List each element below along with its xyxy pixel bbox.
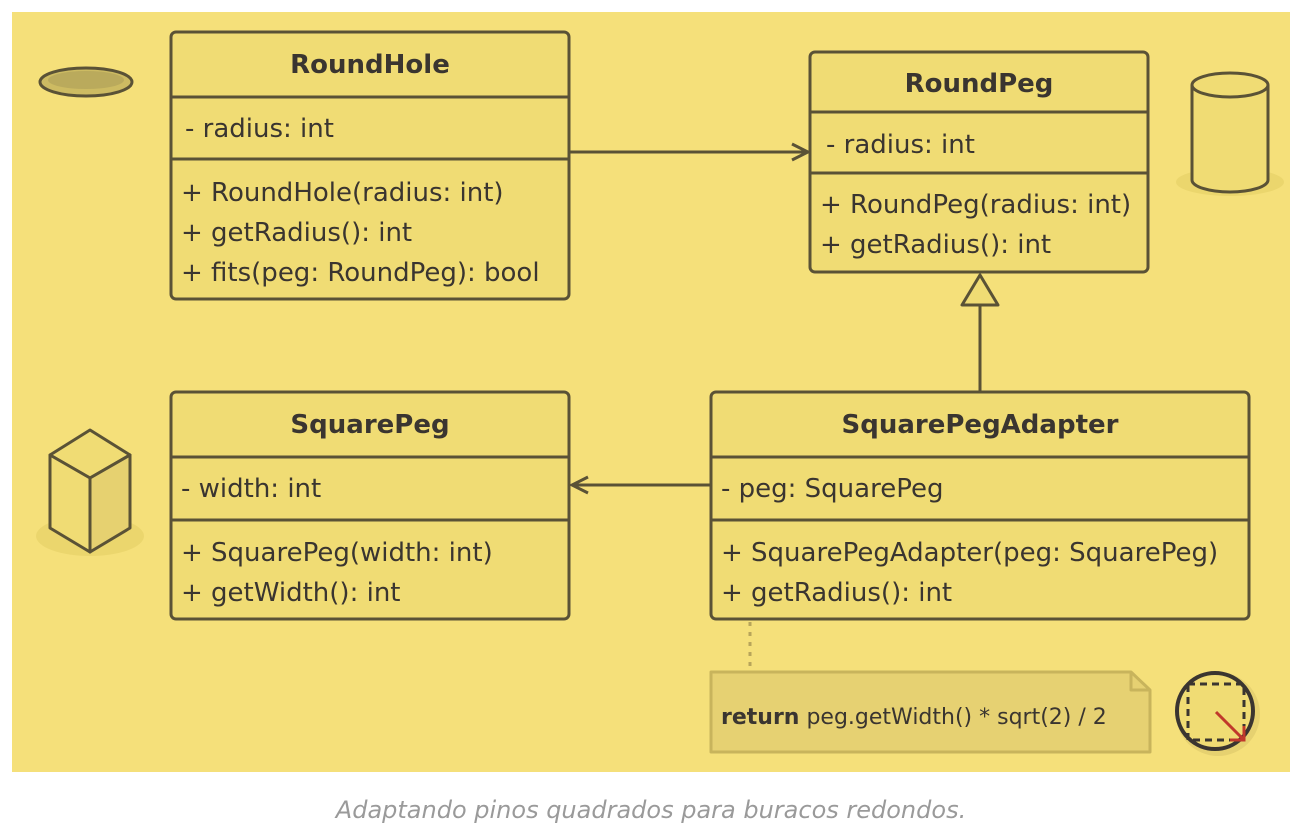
class-method: + getRadius(): int	[820, 230, 1051, 260]
note-code: return peg.getWidth() * sqrt(2) / 2	[721, 705, 1107, 730]
class-name: RoundHole	[290, 50, 450, 80]
class-method: + fits(peg: RoundPeg): bool	[181, 258, 540, 288]
square-peg-icon	[36, 428, 144, 556]
class-field: - radius: int	[826, 130, 975, 160]
class-name: RoundPeg	[905, 69, 1054, 99]
class-squarepeg[interactable]: SquarePeg - width: int + SquarePeg(width…	[169, 390, 571, 621]
class-method: + RoundHole(radius: int)	[181, 178, 504, 208]
class-roundhole[interactable]: RoundHole - radius: int + RoundHole(radi…	[169, 30, 571, 301]
figure-caption: Adaptando pinos quadrados para buracos r…	[334, 796, 966, 824]
note-keyword: return	[721, 705, 799, 730]
class-method: + getRadius(): int	[721, 578, 952, 608]
class-name: SquarePegAdapter	[842, 410, 1119, 440]
code-note: return peg.getWidth() * sqrt(2) / 2	[709, 670, 1152, 754]
class-squarepegadapter[interactable]: SquarePegAdapter - peg: SquarePeg + Squa…	[709, 390, 1251, 621]
class-method: + SquarePegAdapter(peg: SquarePeg)	[721, 538, 1218, 568]
class-method: + SquarePeg(width: int)	[181, 538, 493, 568]
inheritance-arrow-adapter-to-roundpeg	[960, 273, 1000, 392]
note-expression: peg.getWidth() * sqrt(2) / 2	[799, 705, 1106, 730]
class-field: - width: int	[181, 474, 321, 504]
class-method: + getRadius(): int	[181, 218, 412, 248]
round-hole-icon	[38, 66, 134, 98]
class-method: + getWidth(): int	[181, 578, 401, 608]
class-field: - peg: SquarePeg	[721, 474, 943, 504]
class-method: + RoundPeg(radius: int)	[820, 190, 1131, 220]
class-roundpeg[interactable]: RoundPeg - radius: int + RoundPeg(radius…	[808, 50, 1150, 274]
class-field: - radius: int	[185, 114, 334, 144]
round-peg-icon	[1176, 71, 1284, 196]
class-name: SquarePeg	[290, 410, 449, 440]
square-in-round-icon	[1175, 671, 1260, 756]
